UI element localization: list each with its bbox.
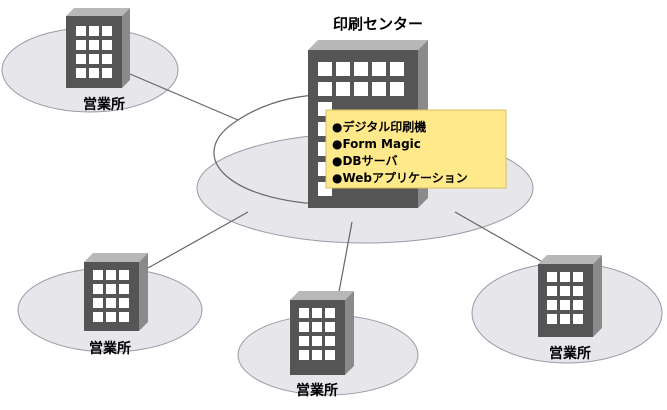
office-building-bottom-center	[290, 291, 354, 375]
center-feature-3: ●DBサーバ	[332, 154, 397, 168]
office-label-bottom-center: 営業所	[296, 382, 338, 399]
office-label-top-left: 営業所	[83, 96, 125, 113]
center-feature-2: ●Form Magic	[332, 137, 421, 151]
connection-line-bottom-right	[454, 211, 549, 266]
network-ring	[213, 94, 346, 206]
center-feature-1: ●デジタル印刷機	[332, 119, 426, 134]
center-features-box	[325, 109, 507, 189]
printing-center-title: 印刷センター	[333, 15, 423, 33]
office-building-bottom-left	[84, 253, 148, 331]
office-building-top-left	[66, 8, 130, 88]
connection-line-top-left	[129, 73, 239, 121]
connection-line-bottom-left	[147, 211, 249, 269]
office-building-bottom-right	[538, 255, 602, 337]
center-feature-4: ●Webアプリケーション	[332, 170, 468, 185]
office-label-bottom-right: 営業所	[549, 345, 591, 362]
office-label-bottom-left: 営業所	[89, 340, 131, 357]
